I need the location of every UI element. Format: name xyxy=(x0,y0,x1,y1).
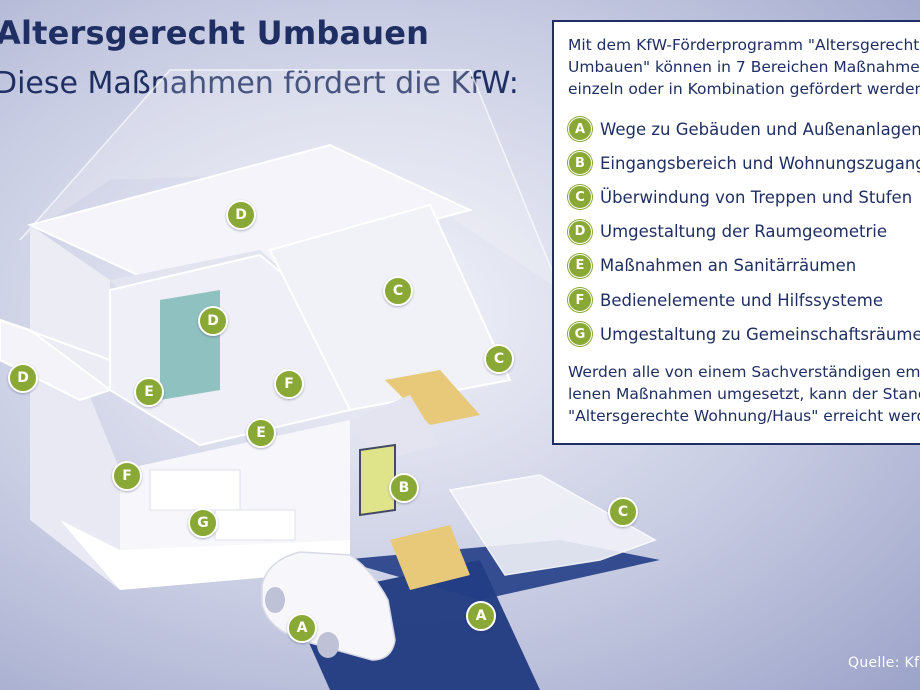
badge-e: E xyxy=(568,253,592,278)
marker-a: A xyxy=(287,613,317,643)
marker-c: C xyxy=(484,344,514,374)
inner-stairs xyxy=(385,370,480,425)
roof-outline xyxy=(19,69,561,291)
info-outro: Werden alle von einem Sachverständigen e… xyxy=(568,363,920,426)
list-item-label: Wege zu Gebäuden und Außenanlagen xyxy=(600,119,920,139)
list-item: C Überwindung von Treppen und Stufen xyxy=(568,180,920,214)
list-item-label: Überwindung von Treppen und Stufen xyxy=(600,187,913,207)
marker-e: E xyxy=(134,377,164,407)
badge-d: D xyxy=(568,219,592,244)
marker-e: E xyxy=(246,418,276,448)
badge-a: A xyxy=(568,117,592,142)
info-intro: Mit dem KfW-Förderprogramm "Altersgerech… xyxy=(568,36,920,98)
outside-stairs xyxy=(390,525,470,590)
info-box: Mit dem KfW-Förderprogramm "Altersgerech… xyxy=(552,20,920,445)
title: Altersgerecht Umbauen xyxy=(0,14,430,52)
marker-f: F xyxy=(274,369,304,399)
marker-b: B xyxy=(389,473,419,503)
marker-a: A xyxy=(466,601,496,631)
marker-d: D xyxy=(226,200,256,230)
measure-list: A Wege zu Gebäuden und Außenanlagen B Eing… xyxy=(568,112,920,351)
list-item-label: Umgestaltung zu Gemeinschaftsräumen xyxy=(600,324,920,344)
list-item: A Wege zu Gebäuden und Außenanlagen xyxy=(568,112,920,146)
badge-g: G xyxy=(568,322,592,347)
entrance-door xyxy=(359,443,396,517)
list-item: G Umgestaltung zu Gemeinschaftsräumen xyxy=(568,317,920,351)
marker-f: F xyxy=(112,461,142,491)
upper-floor-left xyxy=(30,225,110,390)
right-room xyxy=(268,203,512,412)
list-item-label: Maßnahmen an Sanitärräumen xyxy=(600,256,857,276)
list-item-label: Bedienelemente und Hilfssysteme xyxy=(600,290,883,310)
marker-g: G xyxy=(188,508,218,538)
badge-b: B xyxy=(568,151,592,176)
table xyxy=(214,509,296,541)
marker-c: C xyxy=(608,497,638,527)
badge-f: F xyxy=(568,288,592,313)
roof-glass xyxy=(20,70,560,290)
list-item-label: Umgestaltung der Raumgeometrie xyxy=(600,222,887,242)
list-item: E Maßnahmen an Sanitärräumen xyxy=(568,249,920,283)
list-item-label: Eingangsbereich und Wohnungszugang xyxy=(600,153,920,173)
sofa xyxy=(149,469,241,511)
marker-c: C xyxy=(383,276,413,306)
marker-d: D xyxy=(8,363,38,393)
subtitle: Diese Maßnahmen fördert die KfW: xyxy=(0,66,519,101)
list-item: F Bedienelemente und Hilfssysteme xyxy=(568,283,920,317)
ramp xyxy=(448,474,657,576)
list-item: B Eingangsbereich und Wohnungszugang xyxy=(568,146,920,180)
balcony-rail xyxy=(0,319,111,361)
marker-d: D xyxy=(198,306,228,336)
entrance-canopy xyxy=(350,395,440,460)
source-credit: Quelle: KfW xyxy=(848,655,920,671)
list-item: D Umgestaltung der Raumgeometrie xyxy=(568,215,920,249)
badge-c: C xyxy=(568,185,592,210)
